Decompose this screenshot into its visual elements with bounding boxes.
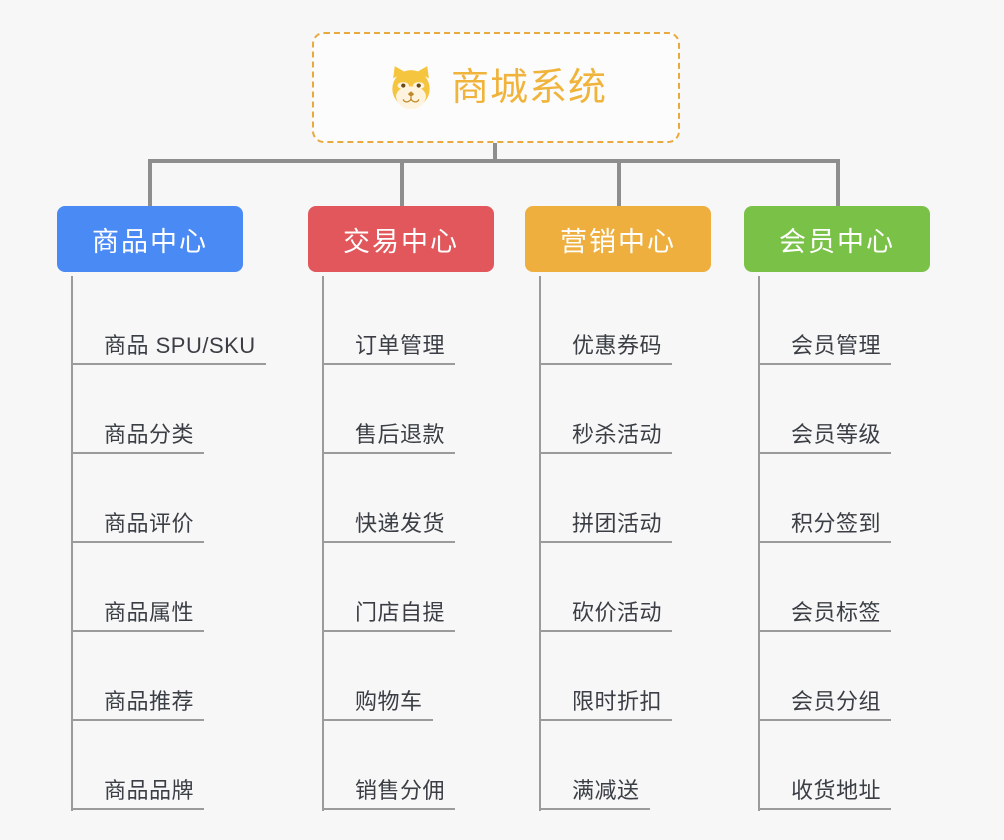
leaf-label: 销售分佣 <box>322 778 455 810</box>
leaf-underline <box>322 808 455 810</box>
leaf-node[interactable]: 购物车 <box>322 632 433 721</box>
leaf-node[interactable]: 商品 SPU/SKU <box>71 276 266 365</box>
branch-spine <box>539 276 541 811</box>
leaf-label: 商品评价 <box>71 511 204 543</box>
leaf-underline <box>539 452 672 454</box>
leaf-label: 商品属性 <box>71 600 204 632</box>
leaf-node[interactable]: 限时折扣 <box>539 632 672 721</box>
leaf-node[interactable]: 积分签到 <box>758 454 891 543</box>
leaf-label: 快递发货 <box>322 511 455 543</box>
leaf-underline <box>71 363 266 365</box>
leaf-node[interactable]: 销售分佣 <box>322 721 455 810</box>
leaf-underline <box>322 452 455 454</box>
leaf-node[interactable]: 商品推荐 <box>71 632 204 721</box>
root-node-mall-system[interactable]: 商城系统 <box>312 32 680 143</box>
leaf-underline <box>322 363 455 365</box>
leaf-underline <box>539 630 672 632</box>
leaf-label: 积分签到 <box>758 511 891 543</box>
leaf-label: 门店自提 <box>322 600 455 632</box>
leaf-label: 购物车 <box>322 689 433 721</box>
connector-drop-marketing-center <box>617 159 621 209</box>
leaf-underline <box>758 808 891 810</box>
leaf-label: 售后退款 <box>322 422 455 454</box>
leaf-label: 砍价活动 <box>539 600 672 632</box>
leaf-underline <box>758 630 891 632</box>
leaf-node[interactable]: 商品属性 <box>71 543 204 632</box>
branch-spine <box>71 276 73 811</box>
category-label: 交易中心 <box>343 226 459 257</box>
leaf-node[interactable]: 满减送 <box>539 721 650 810</box>
category-label: 营销中心 <box>560 226 676 257</box>
connector-root-stem <box>493 143 497 163</box>
leaf-node[interactable]: 会员管理 <box>758 276 891 365</box>
leaf-node[interactable]: 商品评价 <box>71 454 204 543</box>
leaf-node[interactable]: 秒杀活动 <box>539 365 672 454</box>
connector-drop-member-center <box>836 159 840 209</box>
leaf-label: 商品 SPU/SKU <box>71 333 266 365</box>
leaf-node[interactable]: 快递发货 <box>322 454 455 543</box>
connector-drop-trade-center <box>400 159 404 209</box>
leaf-node[interactable]: 会员等级 <box>758 365 891 454</box>
leaf-underline <box>322 630 455 632</box>
connector-horizontal-bus <box>148 159 840 163</box>
leaf-label: 会员管理 <box>758 333 891 365</box>
leaf-label: 会员分组 <box>758 689 891 721</box>
leaf-node[interactable]: 优惠券码 <box>539 276 672 365</box>
leaf-node[interactable]: 商品品牌 <box>71 721 204 810</box>
leaf-label: 会员标签 <box>758 600 891 632</box>
branch-spine <box>758 276 760 811</box>
leaf-label: 商品推荐 <box>71 689 204 721</box>
leaf-underline <box>322 719 433 721</box>
leaf-label: 限时折扣 <box>539 689 672 721</box>
leaf-underline <box>539 808 650 810</box>
category-label: 会员中心 <box>779 226 895 257</box>
leaf-underline <box>758 541 891 543</box>
leaf-label: 满减送 <box>539 778 650 810</box>
leaf-label: 会员等级 <box>758 422 891 454</box>
leaf-underline <box>539 719 672 721</box>
leaf-label: 拼团活动 <box>539 511 672 543</box>
shiba-dog-icon <box>392 65 430 109</box>
category-node-member-center[interactable]: 会员中心 <box>744 206 930 272</box>
category-label: 商品中心 <box>92 226 208 257</box>
leaf-node[interactable]: 售后退款 <box>322 365 455 454</box>
leaf-underline <box>71 719 204 721</box>
leaf-node[interactable]: 订单管理 <box>322 276 455 365</box>
leaf-label: 商品分类 <box>71 422 204 454</box>
leaf-node[interactable]: 会员分组 <box>758 632 891 721</box>
leaf-underline <box>71 541 204 543</box>
leaf-underline <box>539 541 672 543</box>
category-node-trade-center[interactable]: 交易中心 <box>308 206 494 272</box>
category-node-marketing-center[interactable]: 营销中心 <box>525 206 711 272</box>
leaf-label: 优惠券码 <box>539 333 672 365</box>
connector-drop-product-center <box>148 159 152 209</box>
leaf-label: 商品品牌 <box>71 778 204 810</box>
leaf-underline <box>71 630 204 632</box>
leaf-underline <box>71 808 204 810</box>
leaf-node[interactable]: 会员标签 <box>758 543 891 632</box>
leaf-node[interactable]: 门店自提 <box>322 543 455 632</box>
leaf-node[interactable]: 商品分类 <box>71 365 204 454</box>
root-node-title: 商城系统 <box>450 66 607 109</box>
leaf-underline <box>758 719 891 721</box>
leaf-underline <box>539 363 672 365</box>
leaf-underline <box>322 541 455 543</box>
leaf-label: 秒杀活动 <box>539 422 672 454</box>
leaf-underline <box>758 452 891 454</box>
leaf-underline <box>758 363 891 365</box>
branch-spine <box>322 276 324 811</box>
leaf-underline <box>71 452 204 454</box>
leaf-label: 收货地址 <box>758 778 891 810</box>
category-node-product-center[interactable]: 商品中心 <box>57 206 243 272</box>
leaf-node[interactable]: 收货地址 <box>758 721 891 810</box>
leaf-node[interactable]: 砍价活动 <box>539 543 672 632</box>
leaf-node[interactable]: 拼团活动 <box>539 454 672 543</box>
leaf-label: 订单管理 <box>322 333 455 365</box>
